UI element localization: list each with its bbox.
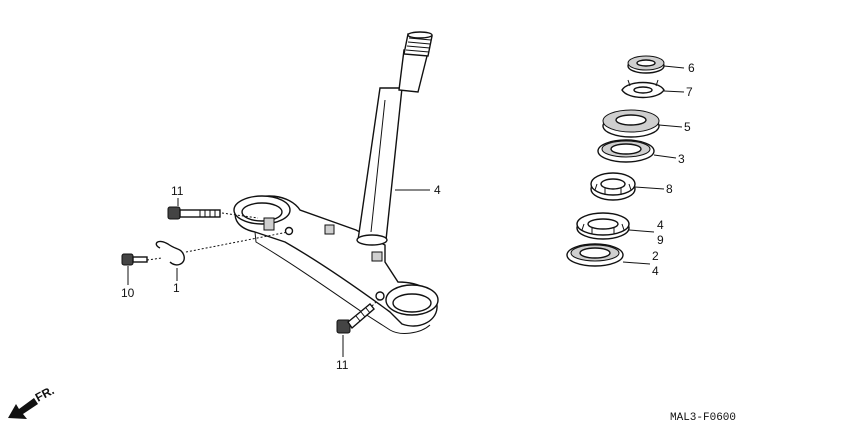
label-lower-race-b: 4 <box>652 264 659 278</box>
dust-seal-part <box>597 139 655 163</box>
clip-part <box>155 240 185 266</box>
lower-bearing-part <box>576 212 630 240</box>
label-lock-washer: 7 <box>686 85 693 99</box>
label-adjust-nut: 5 <box>684 120 691 134</box>
diagram-code: MAL3-F0600 <box>670 412 736 424</box>
label-lower-bearing-b: 9 <box>657 233 664 247</box>
direction-label: FR. <box>33 383 57 404</box>
label-upper-bearing: 8 <box>666 182 673 196</box>
lower-race-part <box>566 243 624 267</box>
adjusting-nut-part <box>602 109 660 138</box>
steering-stem-assembly <box>233 31 439 334</box>
label-bolt-upper: 11 <box>171 184 184 198</box>
lock-washer-part <box>621 79 665 99</box>
upper-pinch-bolt <box>167 206 221 220</box>
label-clip: 1 <box>173 281 180 295</box>
front-direction-arrow-icon: FR. <box>8 383 56 419</box>
lower-pinch-bolt <box>336 303 375 334</box>
small-bolt-part <box>121 253 148 266</box>
label-dust-seal: 3 <box>678 152 685 166</box>
label-shaft: 4 <box>434 183 441 197</box>
label-locknut: 6 <box>688 61 695 75</box>
locknut-part <box>627 55 665 74</box>
label-bolt-lower: 11 <box>336 358 349 372</box>
label-lower-bearing-a: 4 <box>657 218 664 232</box>
label-lower-race-a: 2 <box>652 249 659 263</box>
upper-bearing-part <box>590 172 636 201</box>
label-small-bolt: 10 <box>121 286 135 300</box>
